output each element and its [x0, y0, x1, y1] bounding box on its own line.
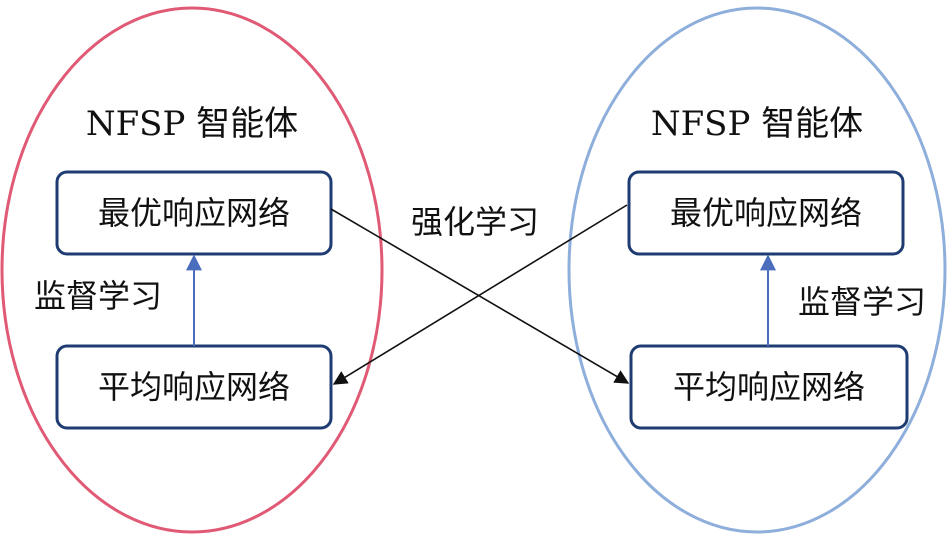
agent-right-best-response-label: 最优响应网络: [670, 194, 862, 232]
rl-arrow-right-to-left: [332, 204, 628, 385]
agent-right-ellipse: [567, 6, 947, 534]
agent-left-average-label: 平均响应网络: [98, 368, 290, 406]
agent-right-supervised-label: 监督学习: [798, 283, 926, 321]
agent-right-best-response-box: [627, 170, 905, 256]
agent-left-best-response-label: 最优响应网络: [98, 194, 290, 232]
rl-label: 强化学习: [411, 203, 539, 241]
agent-left-best-response-box: [55, 170, 333, 256]
agent-right: NFSP 智能体 最优响应网络 平均响应网络 监督学习: [567, 6, 947, 534]
agent-left-ellipse: [0, 6, 384, 534]
rl-label-backdrop: [400, 197, 550, 243]
cross-arrows: 强化学习: [330, 197, 630, 385]
agent-left: NFSP 智能体 最优响应网络 平均响应网络 监督学习: [0, 6, 384, 534]
agent-left-title: NFSP 智能体: [86, 104, 298, 144]
agent-left-supervised-label: 监督学习: [34, 277, 162, 315]
agent-right-title: NFSP 智能体: [651, 104, 863, 144]
agent-right-average-label: 平均响应网络: [673, 368, 865, 406]
